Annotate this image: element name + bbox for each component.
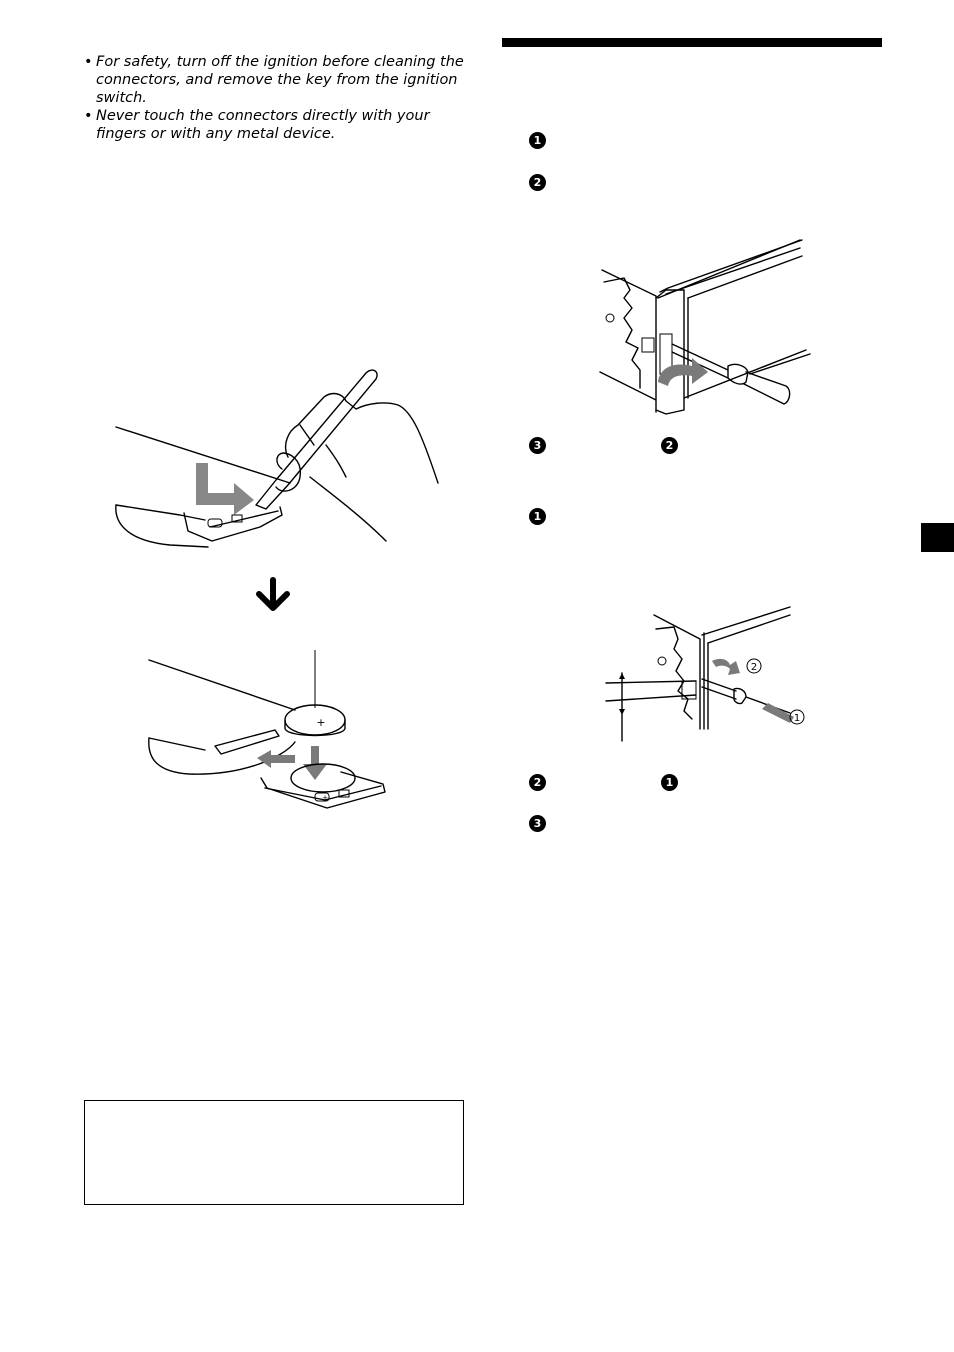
step-marker-1: 1 [529, 508, 546, 525]
section-header-bar [502, 38, 882, 47]
release-key-illustration: 2 1 [605, 606, 805, 742]
callout-2-label: 2 [751, 662, 757, 673]
bullet-text: For safety, turn off the ignition before… [96, 54, 464, 106]
tray-polarity-symbol: + [322, 794, 328, 802]
safety-bullet-list: •For safety, turn off the ignition befor… [84, 53, 464, 143]
battery-replacement-illustration: + + [148, 650, 386, 809]
frame-removal-illustration [599, 239, 811, 415]
step-marker-2: 2 [529, 774, 546, 791]
note-box [84, 1100, 464, 1205]
step-marker-2: 2 [529, 174, 546, 191]
bullet-text: Never touch the connectors directly with… [96, 108, 430, 142]
page-side-tab [921, 523, 954, 552]
arrow-down-icon [256, 577, 290, 611]
step-marker-ref-2: 2 [661, 437, 678, 454]
step-marker-3: 3 [529, 815, 546, 832]
remote-cleaning-illustration [115, 369, 439, 548]
step-marker-1: 1 [529, 132, 546, 149]
bullet-item-connectors: •Never touch the connectors directly wit… [84, 108, 430, 142]
step-marker-ref-1: 1 [661, 774, 678, 791]
step-marker-3: 3 [529, 437, 546, 454]
callout-1-label: 1 [794, 713, 800, 724]
bullet-item-ignition: •For safety, turn off the ignition befor… [84, 54, 464, 106]
battery-polarity-symbol: + [316, 716, 325, 729]
